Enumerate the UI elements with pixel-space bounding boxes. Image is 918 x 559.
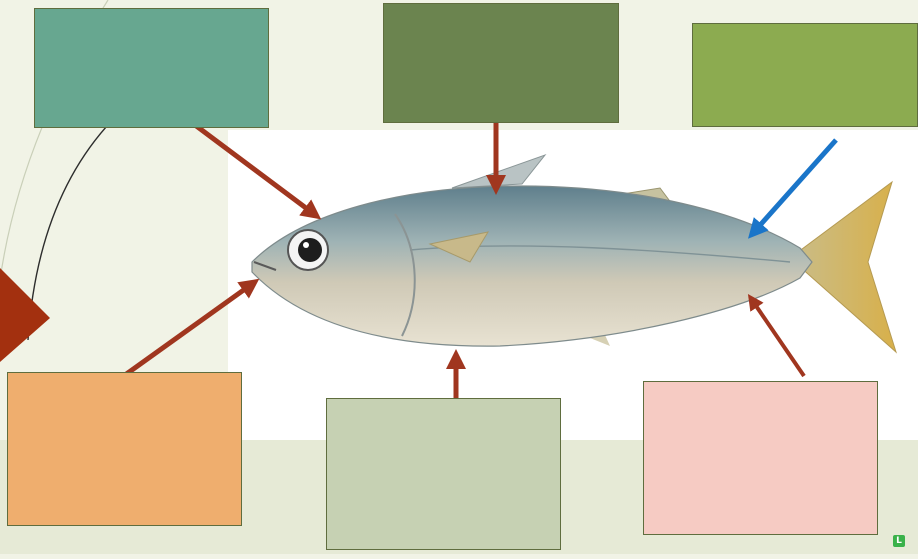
label-box-top-right[interactable] — [692, 23, 918, 127]
label-box-bottom-left[interactable] — [7, 372, 242, 526]
corner-badge: L — [893, 535, 905, 547]
label-box-top-left[interactable] — [34, 8, 269, 128]
label-box-bottom-right[interactable] — [643, 381, 878, 535]
label-box-top-center[interactable] — [383, 3, 619, 123]
label-box-bottom-center[interactable] — [326, 398, 561, 550]
